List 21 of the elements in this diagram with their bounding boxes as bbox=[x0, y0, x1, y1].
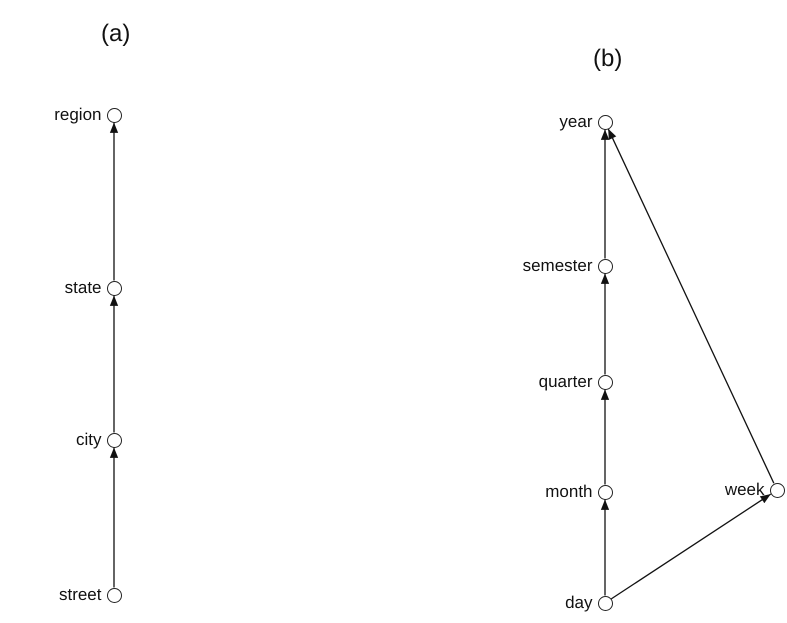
node-label: day bbox=[565, 593, 592, 613]
node-label: region bbox=[54, 105, 102, 125]
panel-label: (a) bbox=[101, 20, 130, 48]
arrow bbox=[600, 130, 610, 258]
node-label: quarter bbox=[538, 372, 592, 392]
panel-label: (b) bbox=[593, 45, 622, 73]
node-label: year bbox=[559, 112, 592, 132]
arrow bbox=[110, 296, 118, 432]
node-label: semester bbox=[522, 256, 592, 276]
arrow bbox=[110, 448, 118, 588]
node-label: week bbox=[724, 480, 764, 500]
arrow bbox=[110, 122, 118, 280]
node-label: month bbox=[545, 482, 592, 502]
arrow bbox=[610, 494, 772, 600]
arrow bbox=[600, 500, 610, 596]
arrow bbox=[600, 274, 610, 374]
arrow bbox=[600, 390, 610, 484]
node-label: state bbox=[64, 278, 102, 298]
node-label: street bbox=[58, 585, 102, 605]
arrow bbox=[608, 128, 774, 484]
node-label: city bbox=[76, 430, 102, 450]
